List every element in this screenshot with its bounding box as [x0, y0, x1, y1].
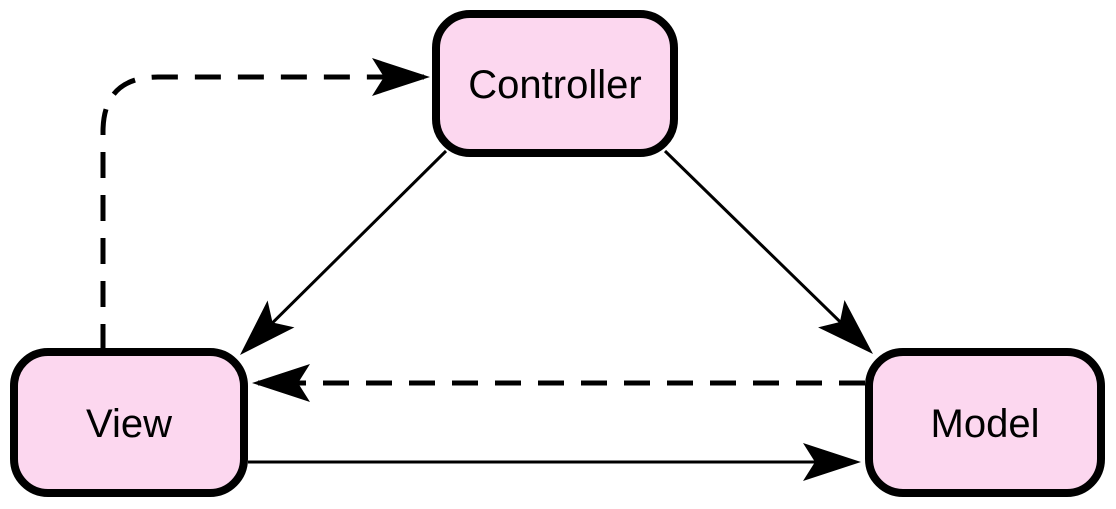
edge-view-to-controller	[100, 74, 424, 350]
arrowhead-view-to-controller	[372, 58, 430, 96]
view-node-box	[10, 348, 248, 497]
edge-controller-to-view	[242, 149, 448, 353]
edge-controller-to-model	[663, 149, 871, 352]
model-node-box	[865, 348, 1105, 497]
model-node-label: Model	[931, 402, 1040, 446]
controller-node-box	[432, 10, 678, 157]
arrowhead-controller-to-model	[818, 300, 873, 354]
arrowhead-view-to-model	[803, 443, 861, 481]
controller-node-label: Controller	[468, 63, 641, 107]
arrowhead-model-to-view	[252, 364, 310, 402]
view-node-label: View	[86, 402, 172, 446]
arrowhead-controller-to-view	[240, 300, 295, 355]
